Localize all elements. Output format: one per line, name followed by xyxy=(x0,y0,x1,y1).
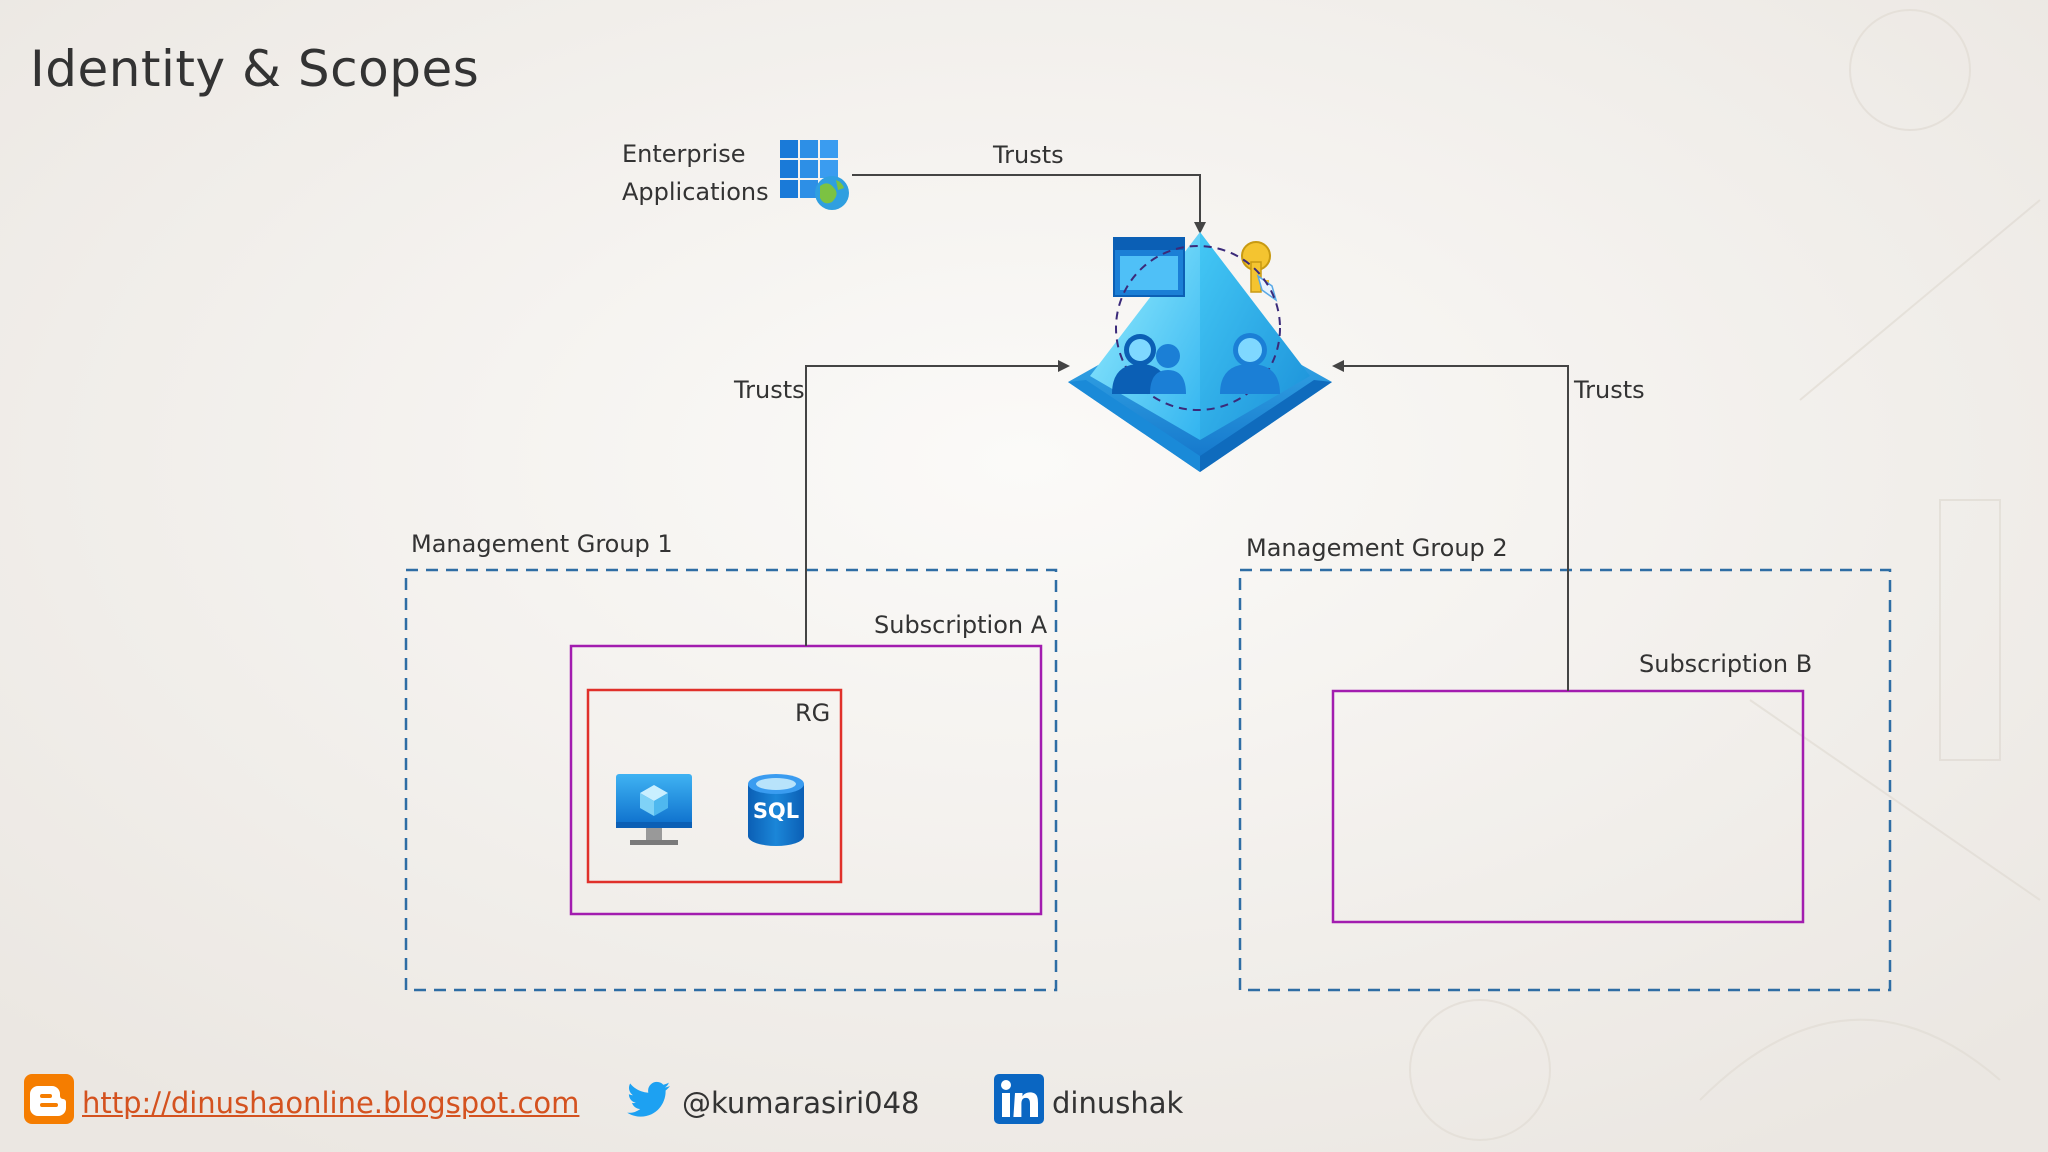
enterprise-applications-label-line2: Applications xyxy=(622,178,769,206)
footer-linkedin: dinushak xyxy=(994,1074,1183,1131)
sql-database-icon: SQL xyxy=(748,774,804,846)
blog-link[interactable]: http://dinushaonline.blogspot.com xyxy=(82,1085,580,1120)
enterprise-applications-label-line1: Enterprise xyxy=(622,140,746,168)
sql-icon-text: SQL xyxy=(753,799,799,823)
subscription-b-box xyxy=(1331,689,1805,924)
connector-suba-to-aad xyxy=(805,360,1070,646)
management-group-1-label: Management Group 1 xyxy=(411,530,673,558)
connector-subb-to-aad xyxy=(1332,360,1569,691)
virtual-machine-icon xyxy=(616,774,692,845)
footer-twitter: @kumarasiri048 xyxy=(624,1074,920,1131)
blogger-icon xyxy=(24,1074,74,1131)
twitter-icon xyxy=(624,1074,674,1131)
management-group-1-box xyxy=(404,568,1058,992)
subscription-b-label: Subscription B xyxy=(1639,650,1813,678)
enterprise-applications-icon xyxy=(780,140,849,210)
linkedin-handle[interactable]: dinushak xyxy=(1052,1085,1184,1120)
management-group-2-box xyxy=(1238,568,1892,992)
page-title: Identity & Scopes xyxy=(30,40,480,98)
subscription-a-label: Subscription A xyxy=(874,611,1048,639)
azure-active-directory-icon xyxy=(1068,232,1332,472)
resource-group-label: RG xyxy=(795,699,831,727)
management-group-2-label: Management Group 2 xyxy=(1246,534,1508,562)
footer-blog: http://dinushaonline.blogspot.com xyxy=(24,1074,579,1131)
trusts-label-left: Trusts xyxy=(734,376,805,404)
trusts-label-right: Trusts xyxy=(1574,376,1645,404)
connector-enterprise-to-aad xyxy=(852,174,1206,234)
resource-group-box xyxy=(586,688,843,884)
twitter-handle[interactable]: @kumarasiri048 xyxy=(682,1085,920,1120)
linkedin-icon xyxy=(994,1074,1044,1131)
trusts-label-top: Trusts xyxy=(993,141,1064,169)
